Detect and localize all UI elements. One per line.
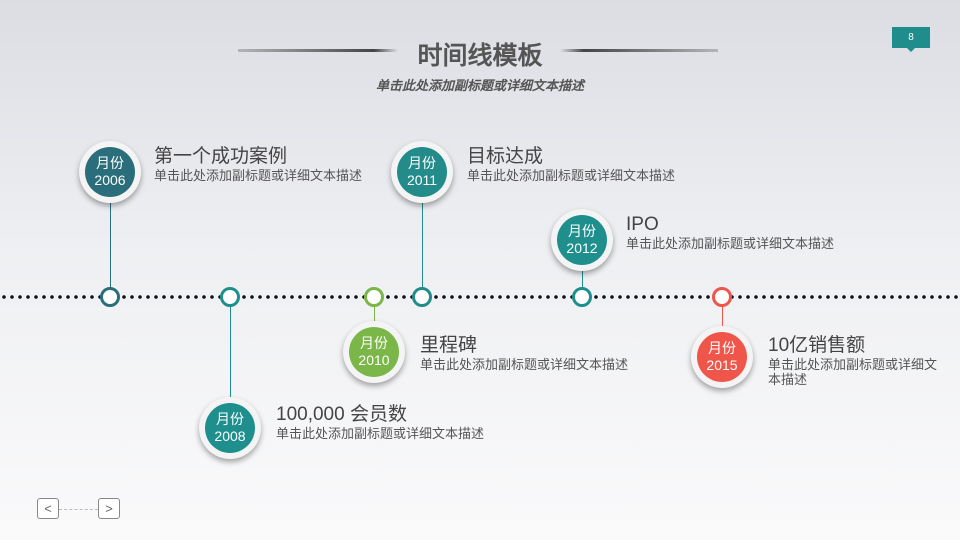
timeline-marker[interactable] — [712, 287, 732, 307]
event-title: IPO — [626, 214, 659, 235]
event-text: 100,000 会员数 单击此处添加副标题或详细文本描述 — [276, 404, 556, 441]
event-description: 单击此处添加副标题或详细文本描述 — [420, 357, 629, 372]
event-text: 目标达成 单击此处添加副标题或详细文本描述 — [467, 146, 747, 183]
timeline-axis — [0, 295, 960, 299]
event-month: 月份 — [708, 340, 736, 356]
event-month: 月份 — [216, 411, 244, 427]
page-subtitle: 单击此处添加副标题或详细文本描述 — [375, 78, 584, 93]
timeline-marker[interactable] — [412, 287, 432, 307]
event-year: 2008 — [214, 428, 246, 444]
event-connector — [110, 172, 111, 297]
next-button[interactable]: > — [98, 498, 120, 519]
event-year: 2011 — [406, 172, 438, 188]
event-month: 月份 — [408, 155, 436, 171]
timeline-marker[interactable] — [364, 287, 384, 307]
event-description: 单击此处添加副标题或详细文本描述 — [626, 236, 835, 251]
event-text: IPO 单击此处添加副标题或详细文本描述 — [626, 214, 906, 251]
page-number-badge: 8 — [892, 27, 930, 52]
page-title: 时间线模板 — [417, 42, 543, 70]
event-description: 单击此处添加副标题或详细文本描述 — [276, 426, 485, 441]
event-description: 单击此处添加副标题或详细文本描述 — [467, 168, 676, 183]
event-connector — [230, 297, 231, 428]
timeline-marker[interactable] — [220, 287, 240, 307]
event-title: 100,000 会员数 — [276, 404, 407, 425]
title-decoration-left — [238, 49, 398, 52]
event-year: 2015 — [706, 357, 738, 373]
event-year: 2006 — [94, 172, 126, 188]
event-month: 月份 — [568, 223, 596, 239]
event-text: 里程碑 单击此处添加副标题或详细文本描述 — [420, 335, 635, 372]
event-title: 里程碑 — [420, 335, 478, 356]
event-title: 目标达成 — [467, 146, 544, 167]
event-text: 第一个成功案例 单击此处添加副标题或详细文本描述 — [154, 146, 369, 183]
event-text: 10亿销售额 单击此处添加副标题或详细文本描述 — [768, 335, 938, 387]
event-title: 第一个成功案例 — [154, 146, 288, 167]
event-description: 单击此处添加副标题或详细文本描述 — [768, 357, 938, 387]
nav-divider — [59, 509, 98, 510]
event-year: 2010 — [358, 352, 390, 368]
timeline-marker[interactable] — [572, 287, 592, 307]
event-title: 10亿销售额 — [768, 335, 866, 356]
event-connector — [422, 172, 423, 297]
timeline-marker[interactable] — [100, 287, 120, 307]
event-month: 月份 — [360, 335, 388, 351]
event-description: 单击此处添加副标题或详细文本描述 — [154, 168, 363, 183]
event-year: 2012 — [566, 240, 598, 256]
prev-button[interactable]: < — [37, 498, 59, 519]
event-month: 月份 — [96, 155, 124, 171]
title-decoration-right — [560, 49, 718, 52]
